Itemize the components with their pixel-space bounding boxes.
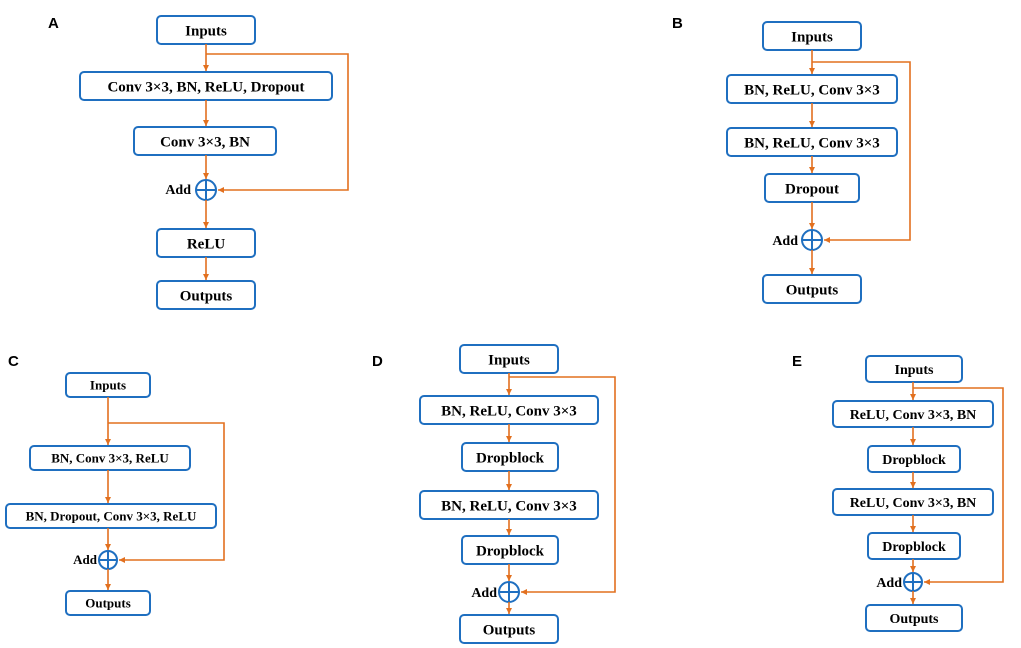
node-box: BN, Dropout, Conv 3×3, ReLU xyxy=(5,503,217,529)
node-box: Conv 3×3, BN xyxy=(133,126,277,156)
node-box: Dropout xyxy=(764,173,860,203)
node-box: ReLU, Conv 3×3, BN xyxy=(832,400,994,428)
add-node: Add xyxy=(876,572,923,592)
node-box: ReLU xyxy=(156,228,256,258)
node-label: Inputs xyxy=(90,378,126,393)
add-node: Add xyxy=(471,581,520,603)
node-outline xyxy=(461,442,559,472)
node-label: BN, ReLU, Conv 3×3 xyxy=(744,82,880,98)
node-label: Conv 3×3, BN xyxy=(160,134,250,150)
node-outline xyxy=(865,604,963,632)
node-label: Outputs xyxy=(85,596,131,611)
add-node: Add xyxy=(73,550,118,570)
node-label: Dropblock xyxy=(476,543,545,559)
node-outline xyxy=(762,274,862,304)
node-box: ReLU, Conv 3×3, BN xyxy=(832,488,994,516)
node-box: Inputs xyxy=(865,355,963,383)
node-label: BN, Dropout, Conv 3×3, ReLU xyxy=(26,509,197,524)
node-label: ReLU, Conv 3×3, BN xyxy=(850,496,977,511)
add-label: Add xyxy=(876,576,902,591)
node-box: Outputs xyxy=(156,280,256,310)
node-label: Outputs xyxy=(180,288,233,304)
panel-letter: C xyxy=(8,353,19,370)
node-outline xyxy=(156,280,256,310)
node-label: BN, ReLU, Conv 3×3 xyxy=(441,498,577,514)
node-outline xyxy=(29,445,191,471)
node-outline xyxy=(865,355,963,383)
add-node: Add xyxy=(772,229,823,251)
node-box: BN, Conv 3×3, ReLU xyxy=(29,445,191,471)
node-outline xyxy=(461,535,559,565)
skip-connection-arrow xyxy=(206,53,349,193)
node-box: BN, ReLU, Conv 3×3 xyxy=(726,74,898,104)
node-label: Inputs xyxy=(895,363,934,378)
add-node: Add xyxy=(165,179,217,201)
skip-connection-arrow xyxy=(509,376,616,595)
node-label: BN, Conv 3×3, ReLU xyxy=(51,451,169,466)
node-label: Outputs xyxy=(889,612,939,627)
add-label: Add xyxy=(471,586,497,601)
node-label: BN, ReLU, Conv 3×3 xyxy=(744,135,880,151)
node-box: BN, ReLU, Conv 3×3 xyxy=(726,127,898,157)
node-box: Outputs xyxy=(865,604,963,632)
node-outline xyxy=(133,126,277,156)
node-box: Dropblock xyxy=(867,532,961,560)
node-label: ReLU, Conv 3×3, BN xyxy=(850,408,977,423)
node-label: Outputs xyxy=(786,282,839,298)
node-label: Dropblock xyxy=(882,540,946,555)
node-box: Inputs xyxy=(65,372,151,398)
node-box: Dropblock xyxy=(461,535,559,565)
skip-connection-arrow xyxy=(812,61,911,243)
node-label: Dropblock xyxy=(476,450,545,466)
node-label: BN, ReLU, Conv 3×3 xyxy=(441,403,577,419)
node-label: ReLU xyxy=(187,236,225,252)
skip-connection-arrow xyxy=(913,387,1004,585)
node-box: BN, ReLU, Conv 3×3 xyxy=(419,490,599,520)
node-label: Dropblock xyxy=(882,453,946,468)
skip-connection-arrow xyxy=(108,422,225,563)
panel-letter: A xyxy=(48,15,59,32)
add-label: Add xyxy=(165,183,191,198)
panel-letter: B xyxy=(672,15,683,32)
node-box: Conv 3×3, BN, ReLU, Dropout xyxy=(79,71,333,101)
node-outline xyxy=(459,614,559,644)
node-box: BN, ReLU, Conv 3×3 xyxy=(419,395,599,425)
node-outline xyxy=(867,532,961,560)
add-label: Add xyxy=(73,552,98,567)
node-box: Inputs xyxy=(459,344,559,374)
node-box: Dropblock xyxy=(867,445,961,473)
node-label: Inputs xyxy=(488,352,530,368)
node-box: Inputs xyxy=(156,15,256,45)
node-label: Dropout xyxy=(785,181,839,197)
panel-letter: E xyxy=(792,353,802,370)
node-box: Inputs xyxy=(762,21,862,51)
node-box: Outputs xyxy=(762,274,862,304)
node-outline xyxy=(65,590,151,616)
node-box: Outputs xyxy=(459,614,559,644)
node-box: Dropblock xyxy=(461,442,559,472)
add-label: Add xyxy=(772,234,798,249)
panel-letter: D xyxy=(372,353,383,370)
node-label: Inputs xyxy=(791,29,833,45)
node-outline xyxy=(5,503,217,529)
node-label: Inputs xyxy=(185,23,227,39)
node-label: Outputs xyxy=(483,622,536,638)
node-box: Outputs xyxy=(65,590,151,616)
node-outline xyxy=(867,445,961,473)
node-label: Conv 3×3, BN, ReLU, Dropout xyxy=(107,79,304,95)
